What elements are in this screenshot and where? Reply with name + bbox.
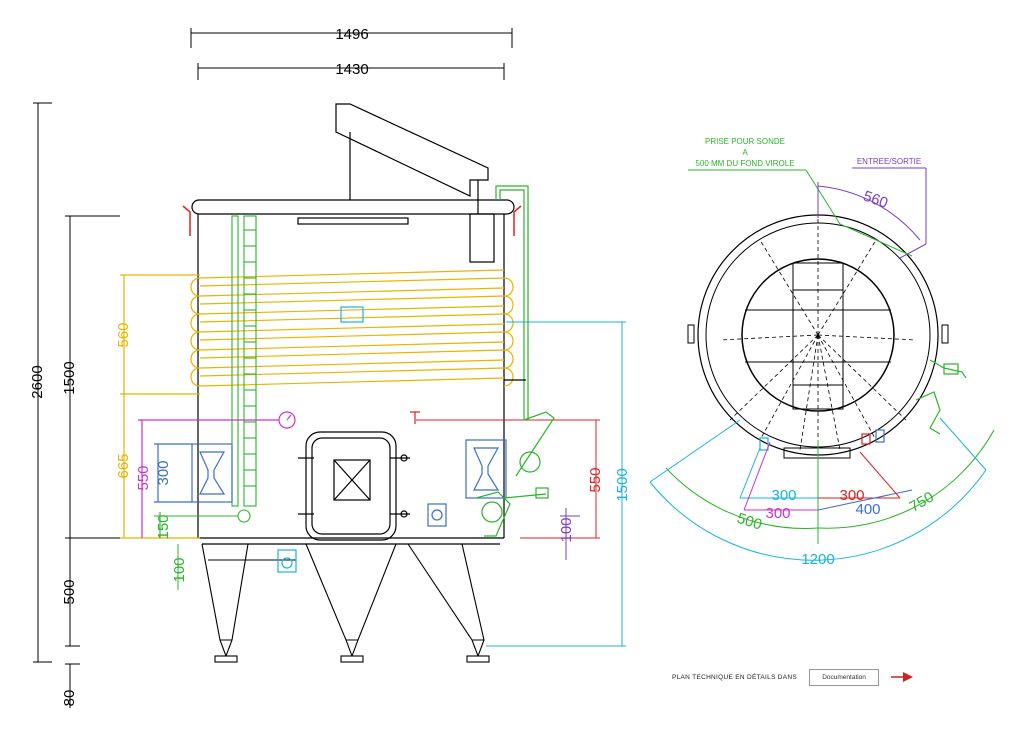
- dim-width-outer: 1496: [335, 26, 368, 43]
- thermometer: [138, 411, 296, 538]
- probe-label-line1: PRISE POUR SONDE: [705, 137, 785, 146]
- height-dimensions: [33, 102, 200, 708]
- dim-plan-300-red: 300: [839, 487, 864, 504]
- level-gauge: [154, 215, 257, 538]
- tank-legs: [201, 543, 490, 663]
- documentation-row: PLAN TECHNIQUE EN DÉTAILS DANS Documenta…: [672, 668, 914, 686]
- manhole-door: [298, 431, 410, 541]
- probe-label-line3: 500 MM DU FOND VIROLE: [695, 159, 794, 168]
- dim-jacket-height: 560: [115, 322, 132, 347]
- dim-level-100-left: 100: [171, 557, 188, 582]
- arrow-right-icon[interactable]: [891, 671, 914, 683]
- dim-plan-750: 750: [907, 488, 937, 515]
- dim-level-150: 150: [155, 514, 172, 539]
- dim-foot-height: 80: [61, 690, 78, 707]
- tank-body: [191, 103, 515, 545]
- dim-level-550-left: 550: [135, 465, 152, 490]
- plan-view: [687, 214, 949, 459]
- dim-level-100-right: 100: [558, 517, 575, 542]
- dim-level-1500-right: 1500: [614, 468, 631, 501]
- bottom-drain-valve: [277, 549, 297, 573]
- plan-dimension-arcs: [649, 417, 995, 561]
- dim-level-300-left: 300: [155, 460, 172, 485]
- dim-plan-500: 500: [735, 510, 764, 534]
- dim-body-height: 1500: [61, 361, 78, 394]
- inlet-outlet-label: ENTREE/SORTIE: [857, 157, 921, 166]
- dim-plan-1200: 1200: [801, 551, 834, 568]
- dim-plan-300-magenta: 300: [765, 505, 790, 522]
- probe-window: [340, 306, 364, 323]
- probe-label-line2: A: [742, 148, 748, 157]
- dim-leg-height: 500: [61, 579, 78, 604]
- dim-level-665: 665: [115, 453, 132, 478]
- dim-level-550-right: 550: [587, 467, 604, 492]
- cooling-jacket: [120, 269, 514, 539]
- dim-total-height: 2600: [29, 365, 46, 398]
- probe-callout: [688, 169, 913, 257]
- valve-left: [154, 443, 233, 503]
- right-dimension-lines: [416, 321, 626, 647]
- width-dimensions: [190, 28, 513, 80]
- dim-arc-560: 560: [861, 188, 890, 213]
- dim-width-inner: 1430: [335, 61, 368, 78]
- plan-fittings: [759, 359, 967, 451]
- inlet-outlet-callout: [817, 167, 927, 259]
- top-clips: [182, 205, 522, 236]
- dim-plan-300-cyan: 300: [771, 487, 796, 504]
- pump-piping: [475, 185, 555, 537]
- valve-right: [427, 439, 507, 527]
- sample-valve: [410, 411, 420, 424]
- dim-plan-400: 400: [855, 501, 880, 518]
- documentation-button[interactable]: Documentation: [809, 668, 880, 686]
- documentation-text: PLAN TECHNIQUE EN DÉTAILS DANS: [672, 673, 798, 681]
